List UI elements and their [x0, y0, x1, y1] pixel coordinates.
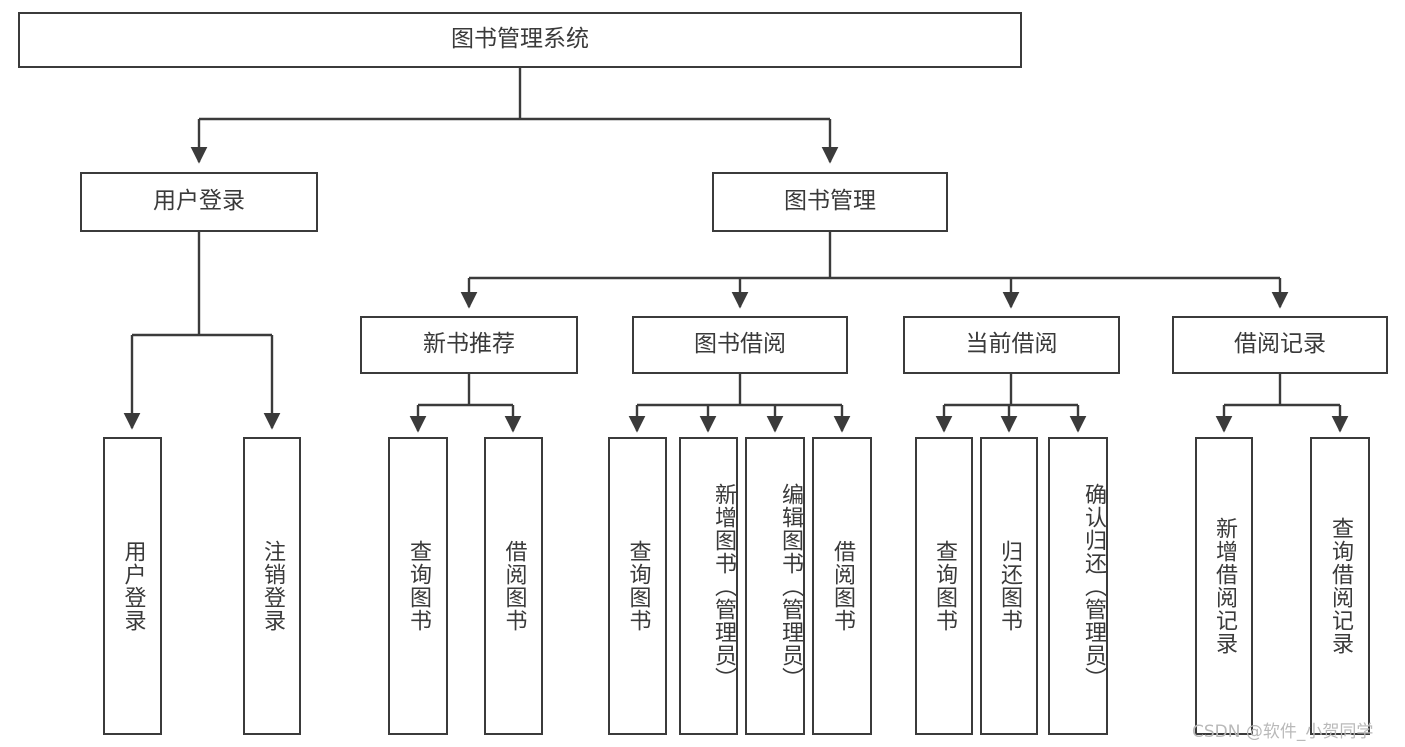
node-leaf-query-book-new[interactable]: 查询图书: [388, 437, 448, 735]
node-leaf-return-book[interactable]: 归还图书: [980, 437, 1038, 735]
node-root-system[interactable]: 图书管理系统: [18, 12, 1022, 68]
node-label: 查询借阅记录: [1327, 517, 1353, 655]
node-leaf-confirm-return-admin[interactable]: 确认归还（管理员）: [1048, 437, 1108, 735]
node-leaf-user-logout[interactable]: 注销登录: [243, 437, 301, 735]
node-label: 编辑图书（管理员）: [778, 482, 803, 690]
node-leaf-query-book-borrow[interactable]: 查询图书: [608, 437, 667, 735]
node-label: 借阅图书: [501, 540, 527, 632]
node-label: 借阅图书: [829, 540, 855, 632]
node-leaf-user-login[interactable]: 用户登录: [103, 437, 162, 735]
csdn-watermark: CSDN @软件_小贺同学: [1192, 722, 1374, 742]
node-book-management[interactable]: 图书管理: [712, 172, 948, 232]
node-label: 查询图书: [405, 540, 431, 632]
node-new-book-recommend[interactable]: 新书推荐: [360, 316, 578, 374]
node-label: 新增借阅记录: [1211, 517, 1237, 655]
node-label: 归还图书: [996, 540, 1022, 632]
node-leaf-query-borrow-record[interactable]: 查询借阅记录: [1310, 437, 1370, 735]
node-label: 图书管理: [784, 188, 876, 215]
node-label: 图书借阅: [694, 331, 786, 358]
node-leaf-add-borrow-record[interactable]: 新增借阅记录: [1195, 437, 1253, 735]
node-label: 用户登录: [120, 540, 146, 632]
node-label: 注销登录: [259, 540, 285, 632]
node-label: 查询图书: [931, 540, 957, 632]
node-label: 新书推荐: [423, 331, 515, 358]
node-label: 用户登录: [153, 188, 245, 215]
node-current-borrow[interactable]: 当前借阅: [903, 316, 1120, 374]
node-borrow-record[interactable]: 借阅记录: [1172, 316, 1388, 374]
node-label: 确认归还（管理员）: [1081, 482, 1106, 690]
node-label: 图书管理系统: [451, 26, 589, 53]
node-label: 借阅记录: [1234, 331, 1326, 358]
node-leaf-borrow-book[interactable]: 借阅图书: [812, 437, 872, 735]
node-user-login[interactable]: 用户登录: [80, 172, 318, 232]
node-leaf-edit-book-admin[interactable]: 编辑图书（管理员）: [745, 437, 805, 735]
node-label: 当前借阅: [965, 331, 1058, 358]
node-leaf-query-book-current[interactable]: 查询图书: [915, 437, 973, 735]
node-leaf-borrow-book-new[interactable]: 借阅图书: [484, 437, 543, 735]
node-label: 新增图书（管理员）: [711, 482, 736, 690]
node-book-borrow[interactable]: 图书借阅: [632, 316, 848, 374]
node-leaf-add-book-admin[interactable]: 新增图书（管理员）: [679, 437, 738, 735]
node-label: 查询图书: [625, 540, 651, 632]
